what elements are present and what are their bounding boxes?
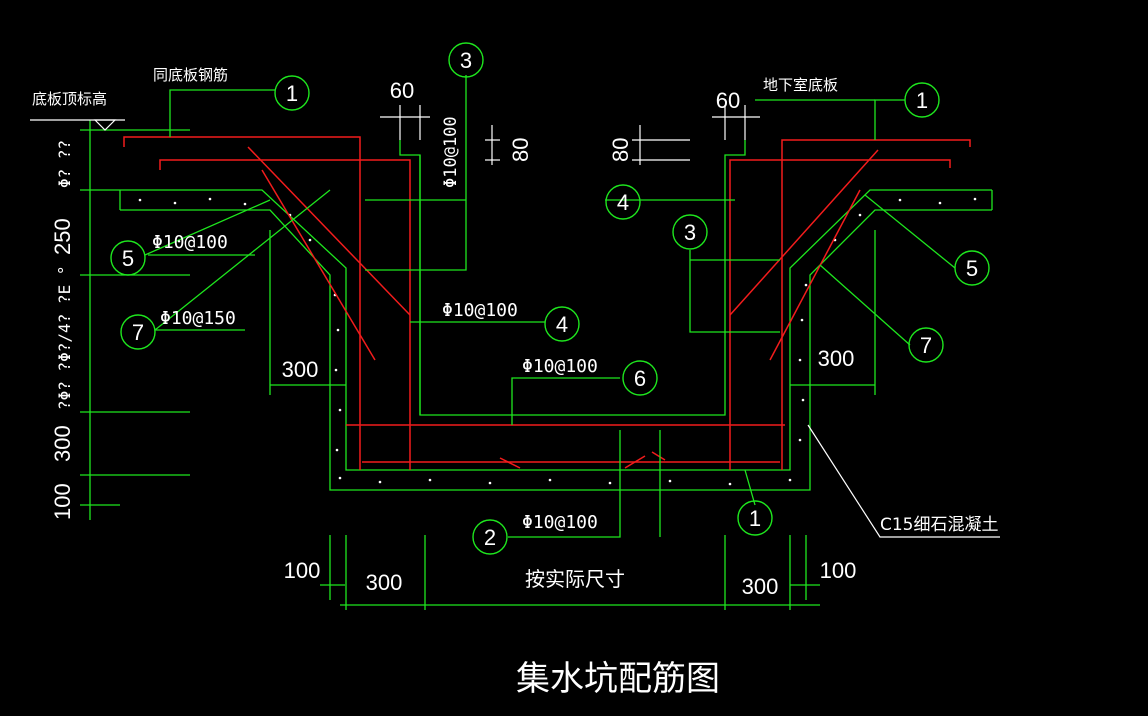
tag-circle-6 — [622, 360, 658, 396]
dim-300-left-side: 300 — [282, 357, 319, 382]
tag-7-right: 7 — [920, 333, 932, 358]
tag-5-right: 5 — [966, 256, 978, 281]
tag-circle-1-bottom — [737, 500, 773, 536]
spec-5-left: Φ10@100 — [152, 232, 228, 253]
vdim-250: 250 — [50, 218, 75, 255]
left-vertical-dims: Φ? ?? 250 ?Φ? ?Φ?/4? ?E ° 300 100 — [50, 140, 75, 520]
tag-circle-1-left — [274, 75, 310, 111]
tag-circle-3-right — [672, 214, 708, 250]
spec-3-top: Φ10@100 — [441, 116, 461, 188]
tag-4-center: 4 — [556, 312, 568, 337]
dim-60-left: 60 — [390, 78, 414, 103]
dimension-text: 60 60 80 80 300 300 100 300 按实际尺寸 300 10… — [282, 78, 857, 599]
dimension-lines — [30, 105, 876, 610]
dim-300-bottom-right: 300 — [742, 574, 779, 599]
dim-100-bottom-left: 100 — [284, 558, 321, 583]
tag-circle-1-right — [904, 82, 940, 118]
dim-100-bottom-right: 100 — [820, 558, 857, 583]
tag-circle-2 — [472, 519, 508, 555]
tag-circle-7-right — [908, 327, 944, 363]
dim-actual-size: 按实际尺寸 — [525, 567, 625, 591]
tag-circle-4-center — [544, 306, 580, 342]
drawing-title: 集水坑配筋图 — [516, 659, 720, 699]
tag-numbers: 1 1 1 2 3 3 4 4 5 5 6 7 7 — [122, 48, 978, 550]
tag-circles — [110, 42, 990, 555]
vdim-top: Φ? ?? — [55, 140, 74, 188]
tag-1-left: 1 — [286, 81, 298, 106]
note-same-as-slab-rebar: 同底板钢筋 — [153, 66, 228, 84]
dim-300-bottom-left: 300 — [366, 570, 403, 595]
rebar-spec-labels: Φ10@100 Φ10@150 Φ10@100 Φ10@100 Φ10@100 … — [152, 116, 598, 533]
vdim-mid: ?Φ? ?Φ?/4? ?E ° — [55, 266, 74, 411]
tag-circle-5-left — [110, 240, 146, 276]
tag-5-left: 5 — [122, 246, 134, 271]
spec-4-center: Φ10@100 — [442, 300, 518, 321]
spec-6: Φ10@100 — [522, 356, 598, 377]
dim-60-right: 60 — [716, 88, 740, 113]
vdim-100: 100 — [50, 483, 75, 520]
concrete-outline — [119, 189, 993, 491]
tag-circle-3-top — [448, 42, 484, 78]
tag-1-bottom: 1 — [749, 506, 761, 531]
dim-80-left: 80 — [508, 138, 533, 162]
tag-1-right: 1 — [916, 88, 928, 113]
tag-circle-7-left — [120, 314, 156, 350]
tag-7-left: 7 — [132, 320, 144, 345]
tag-3-right: 3 — [684, 220, 696, 245]
tag-circle-4-right — [605, 184, 641, 220]
notes: 底板顶标高 同底板钢筋 地下室底板 C15细石混凝土 — [32, 66, 999, 535]
tag-6: 6 — [634, 366, 646, 391]
spec-7-left: Φ10@150 — [160, 308, 236, 329]
rebar-lines — [123, 136, 971, 470]
vdim-300: 300 — [50, 425, 75, 462]
tag-3-top: 3 — [460, 48, 472, 73]
tag-2: 2 — [484, 525, 496, 550]
note-c15-concrete: C15细石混凝土 — [880, 515, 999, 535]
tag-circle-5-right — [954, 250, 990, 286]
leader-lines — [144, 75, 1000, 538]
note-slab-top-elevation: 底板顶标高 — [32, 90, 107, 108]
tag-4-right: 4 — [617, 190, 629, 215]
dim-80-right: 80 — [608, 138, 633, 162]
spec-2: Φ10@100 — [522, 512, 598, 533]
dim-300-right-side: 300 — [818, 346, 855, 371]
note-basement-slab: 地下室底板 — [763, 76, 838, 94]
